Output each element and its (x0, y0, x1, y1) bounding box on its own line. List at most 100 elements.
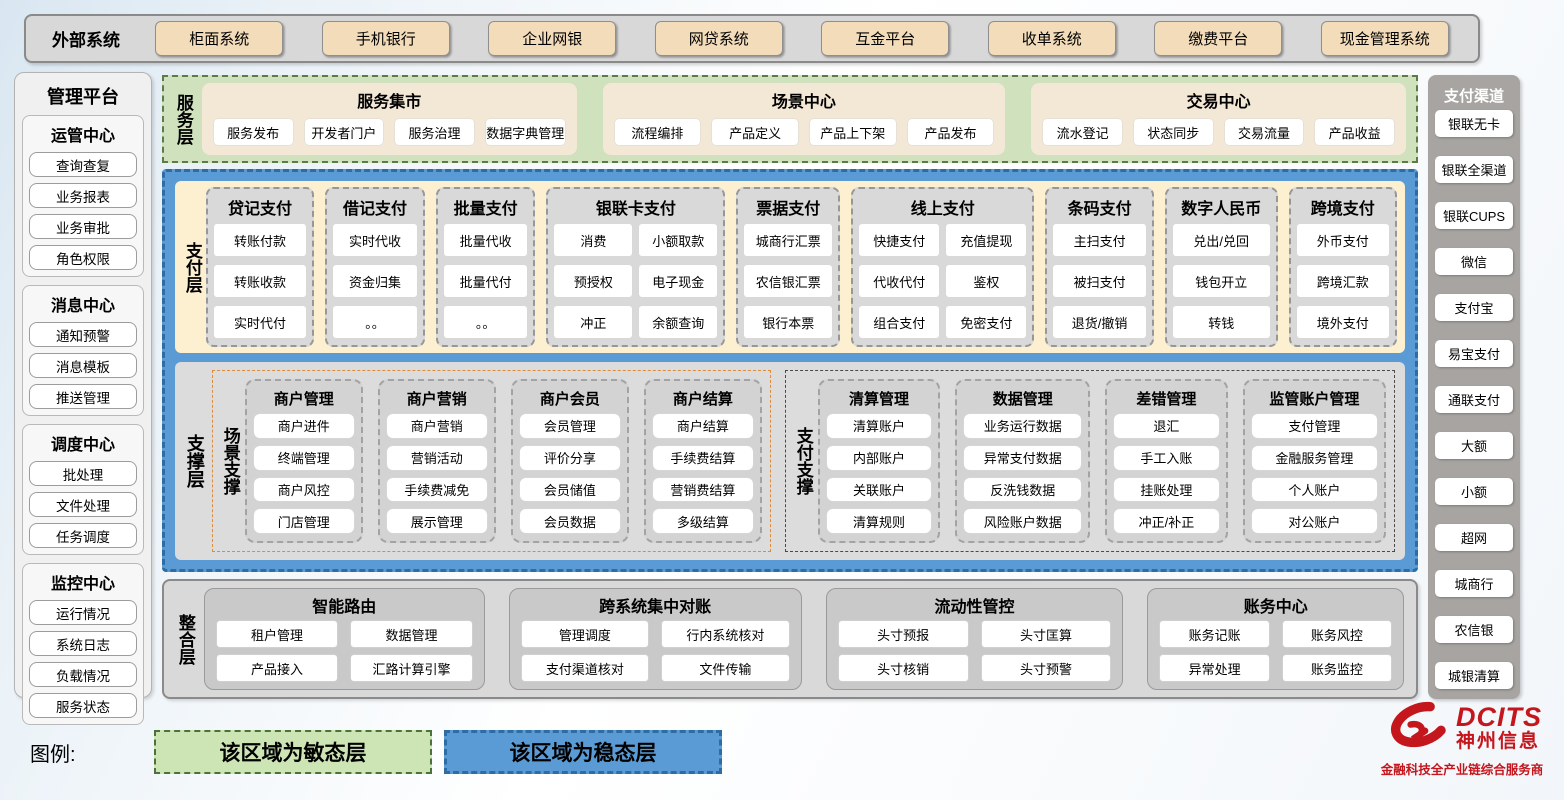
service-item-button[interactable]: 数据字典管理 (485, 119, 565, 145)
payment-item-button[interactable]: 境外支付 (1296, 306, 1389, 338)
payment-channel-button[interactable]: 城商行 (1435, 570, 1513, 597)
service-item-button[interactable]: 服务发布 (213, 119, 293, 145)
management-item-button[interactable]: 角色权限 (29, 245, 137, 270)
payment-item-button[interactable]: 城商行汇票 (744, 224, 833, 256)
integration-item-button[interactable]: 产品接入 (216, 655, 338, 681)
support-item-button[interactable]: 展示管理 (386, 509, 487, 533)
management-item-button[interactable]: 批处理 (29, 461, 137, 486)
support-item-button[interactable]: 营销活动 (386, 445, 487, 470)
payment-item-button[interactable]: 农信银汇票 (744, 265, 833, 297)
integration-item-button[interactable]: 行内系统核对 (662, 621, 789, 647)
payment-item-button[interactable]: 。。 (333, 306, 417, 338)
external-system-button[interactable]: 柜面系统 (155, 21, 284, 56)
payment-channel-button[interactable]: 银联CUPS (1435, 202, 1513, 229)
management-item-button[interactable]: 业务审批 (29, 214, 137, 239)
payment-item-button[interactable]: 批量代收 (443, 224, 528, 256)
service-item-button[interactable]: 交易流量 (1224, 119, 1304, 145)
support-item-button[interactable]: 手续费减免 (386, 477, 487, 502)
integration-item-button[interactable]: 租户管理 (216, 621, 338, 647)
external-system-button[interactable]: 企业网银 (488, 21, 617, 56)
management-item-button[interactable]: 负载情况 (29, 662, 137, 687)
payment-item-button[interactable]: 消费 (554, 224, 633, 256)
support-item-button[interactable]: 个人账户 (1251, 477, 1377, 502)
payment-channel-button[interactable]: 支付宝 (1435, 294, 1513, 321)
payment-item-button[interactable]: 鉴权 (946, 265, 1027, 297)
payment-item-button[interactable]: 主扫支付 (1053, 224, 1146, 256)
payment-channel-button[interactable]: 城银清算 (1435, 662, 1513, 689)
integration-item-button[interactable]: 汇路计算引擎 (351, 655, 472, 681)
support-item-button[interactable]: 商户营销 (386, 414, 487, 438)
integration-item-button[interactable]: 头寸匡算 (981, 621, 1111, 647)
payment-item-button[interactable]: 银行本票 (744, 306, 833, 338)
integration-item-button[interactable]: 账务风控 (1282, 621, 1391, 647)
payment-item-button[interactable]: 转钱 (1172, 306, 1270, 338)
integration-item-button[interactable]: 文件传输 (662, 655, 789, 681)
integration-item-button[interactable]: 头寸预报 (838, 621, 968, 647)
payment-channel-button[interactable]: 超网 (1435, 524, 1513, 551)
payment-item-button[interactable]: 被扫支付 (1053, 265, 1146, 297)
support-item-button[interactable]: 终端管理 (253, 445, 354, 470)
payment-channel-button[interactable]: 银联全渠道 (1435, 156, 1513, 183)
support-item-button[interactable]: 内部账户 (826, 445, 932, 470)
support-item-button[interactable]: 关联账户 (826, 477, 932, 502)
integration-item-button[interactable]: 支付渠道核对 (521, 655, 649, 681)
support-item-button[interactable]: 多级结算 (652, 509, 753, 533)
management-item-button[interactable]: 服务状态 (29, 693, 137, 718)
payment-item-button[interactable]: 。。 (443, 306, 528, 338)
payment-channel-button[interactable]: 微信 (1435, 248, 1513, 275)
support-item-button[interactable]: 清算规则 (826, 509, 932, 533)
payment-channel-button[interactable]: 农信银 (1435, 616, 1513, 643)
support-item-button[interactable]: 业务运行数据 (964, 414, 1082, 438)
payment-item-button[interactable]: 钱包开立 (1172, 265, 1270, 297)
external-system-button[interactable]: 网贷系统 (654, 21, 783, 56)
external-system-button[interactable]: 互金平台 (821, 21, 950, 56)
support-item-button[interactable]: 会员储值 (519, 477, 620, 502)
service-item-button[interactable]: 产品上下架 (809, 119, 896, 145)
support-item-button[interactable]: 手工入账 (1114, 445, 1219, 470)
support-item-button[interactable]: 挂账处理 (1114, 477, 1219, 502)
payment-item-button[interactable]: 组合支付 (859, 306, 940, 338)
service-item-button[interactable]: 产品收益 (1315, 119, 1394, 145)
payment-item-button[interactable]: 免密支付 (946, 306, 1027, 338)
service-item-button[interactable]: 产品定义 (712, 119, 798, 145)
support-item-button[interactable]: 退汇 (1114, 414, 1219, 438)
payment-item-button[interactable]: 预授权 (554, 265, 633, 297)
support-item-button[interactable]: 反洗钱数据 (964, 477, 1082, 502)
support-item-button[interactable]: 对公账户 (1251, 509, 1377, 533)
management-item-button[interactable]: 系统日志 (29, 631, 137, 656)
management-item-button[interactable]: 文件处理 (29, 492, 137, 517)
service-item-button[interactable]: 状态同步 (1133, 119, 1213, 145)
payment-channel-button[interactable]: 大额 (1435, 432, 1513, 459)
management-item-button[interactable]: 查询查复 (29, 152, 137, 177)
service-item-button[interactable]: 流水登记 (1043, 119, 1122, 145)
integration-item-button[interactable]: 头寸核销 (838, 655, 968, 681)
support-item-button[interactable]: 营销费结算 (652, 477, 753, 502)
payment-item-button[interactable]: 电子现金 (639, 265, 718, 297)
support-item-button[interactable]: 门店管理 (253, 509, 354, 533)
payment-item-button[interactable]: 快捷支付 (859, 224, 940, 256)
service-item-button[interactable]: 开发者门户 (304, 119, 384, 145)
support-item-button[interactable]: 商户风控 (253, 477, 354, 502)
support-item-button[interactable]: 评价分享 (519, 445, 620, 470)
management-item-button[interactable]: 任务调度 (29, 523, 137, 548)
support-item-button[interactable]: 商户进件 (253, 414, 354, 438)
payment-channel-button[interactable]: 银联无卡 (1435, 110, 1513, 137)
payment-item-button[interactable]: 转账付款 (213, 224, 307, 256)
support-item-button[interactable]: 异常支付数据 (964, 445, 1082, 470)
payment-item-button[interactable]: 代收代付 (859, 265, 940, 297)
integration-item-button[interactable]: 数据管理 (351, 621, 472, 647)
support-item-button[interactable]: 支付管理 (1251, 414, 1377, 438)
management-item-button[interactable]: 运行情况 (29, 600, 137, 625)
management-item-button[interactable]: 推送管理 (29, 384, 137, 409)
payment-item-button[interactable]: 批量代付 (443, 265, 528, 297)
integration-item-button[interactable]: 头寸预警 (981, 655, 1111, 681)
external-system-button[interactable]: 缴费平台 (1154, 21, 1283, 56)
payment-channel-button[interactable]: 通联支付 (1435, 386, 1513, 413)
management-item-button[interactable]: 消息模板 (29, 353, 137, 378)
payment-item-button[interactable]: 冲正 (554, 306, 633, 338)
payment-item-button[interactable]: 实时代付 (213, 306, 307, 338)
payment-item-button[interactable]: 外币支付 (1296, 224, 1389, 256)
external-system-button[interactable]: 手机银行 (321, 21, 450, 56)
integration-item-button[interactable]: 账务监控 (1282, 655, 1391, 681)
support-item-button[interactable]: 会员管理 (519, 414, 620, 438)
